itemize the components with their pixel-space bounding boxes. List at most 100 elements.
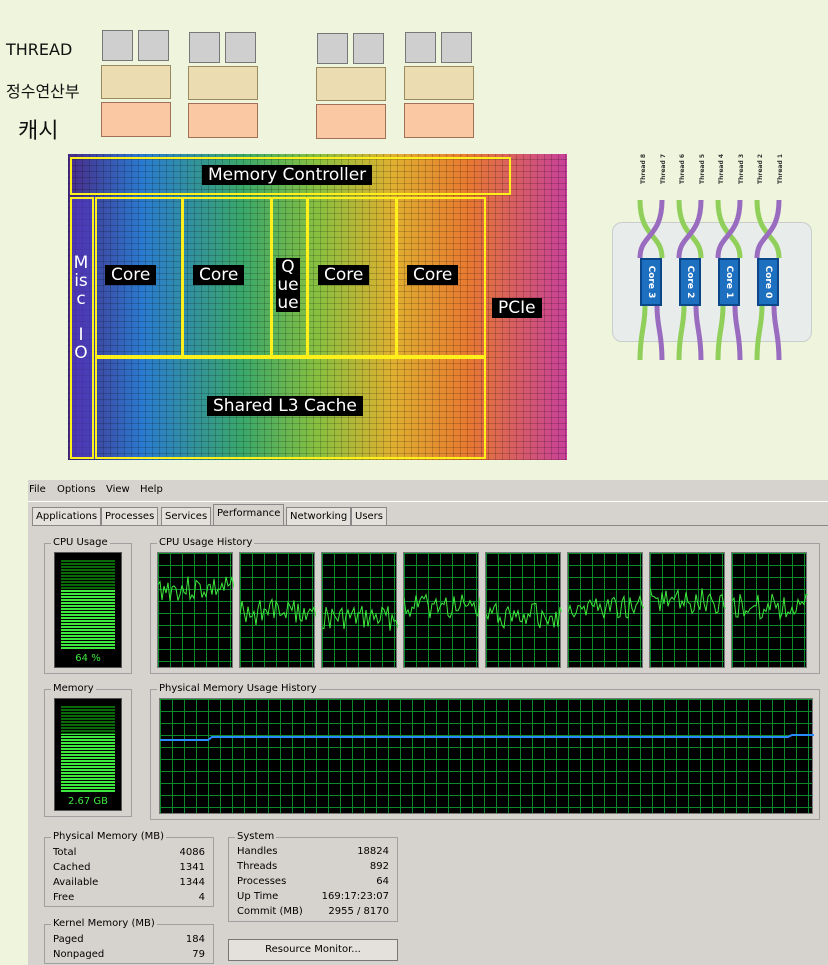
cpu-core-graph [567,552,644,668]
cpu-usage-value: 64 % [75,653,101,664]
alu-block [404,66,474,100]
stat-label: Processes [237,876,287,887]
stat-label: Free [53,892,75,903]
core-label: Core [318,265,370,285]
tab-applications[interactable]: Applications [32,507,102,525]
memory-title: Memory [51,683,96,694]
core-box: Core 0 [757,258,779,306]
stat-row: Commit (MB)2955 / 8170 [237,906,389,920]
cache-block [101,102,171,137]
core-region [396,197,486,357]
menu-file[interactable]: File [29,484,46,495]
stat-label: Up Time [237,891,279,902]
cpu-core-graph [321,552,398,668]
cache-block [188,103,258,138]
cpu-usage-title: CPU Usage [51,537,110,548]
stat-label: Nonpaged [53,949,105,960]
stat-value: 4086 [179,847,205,858]
thread-label: Thread 2 [757,154,764,184]
cache-block [404,103,474,138]
l3-cache-label: Shared L3 Cache [207,396,363,416]
misc-io-region [70,197,94,459]
thread-label: Thread 7 [659,154,667,184]
thread-block [317,33,348,64]
core-label: Core [407,265,459,285]
core-box: Core 1 [718,258,740,306]
cpu-core-graph [731,552,808,668]
cpu-core-graph [239,552,316,668]
thread-label: Thread 1 [776,154,784,184]
stat-value: 169:17:23:07 [321,891,389,902]
stat-row: Nonpaged 79 [53,949,205,963]
stat-row: Total 4086 [53,847,205,861]
stat-value: 1341 [179,862,205,873]
thread-label: Thread 8 [640,154,647,184]
tab-performance[interactable]: Performance [213,504,285,526]
stat-row: Free 4 [53,892,205,906]
thread-label: Thread 5 [698,154,706,184]
thread-block [353,33,384,64]
physical-memory-stats-title: Physical Memory (MB) [51,831,166,842]
stat-value: 892 [369,861,389,872]
stat-value: 4 [198,892,205,903]
cpu-usage-fill [61,590,115,649]
stat-label: Paged [53,934,84,945]
tab-users[interactable]: Users [351,507,388,525]
physical-memory-graph [159,698,814,814]
stat-value: 18824 [357,846,389,857]
memory-fill [61,734,115,792]
core-box-label: Core 1 [724,265,734,299]
core-box-label: Core 2 [685,265,695,299]
thread-block [138,30,169,61]
menu-view[interactable]: View [106,484,130,495]
physical-memory-history-panel: Physical Memory Usage History [150,683,820,820]
pcie-label: PCIe [492,298,542,318]
thread-block [441,32,472,63]
kernel-memory-stats-title: Kernel Memory (MB) [51,918,157,929]
cpu-core-graph [649,552,726,668]
stat-row: Cached 1341 [53,862,205,876]
memory-panel: Memory 2.67 GB [44,683,132,817]
thread-block [189,32,220,63]
cpu-usage-meter: 64 % [54,552,122,668]
physical-memory-history-title: Physical Memory Usage History [157,683,319,694]
stat-label: Threads [237,861,278,872]
cpu-history-panel: CPU Usage History [150,537,820,674]
legend-thread-label: THREAD [6,40,73,59]
menu-help[interactable]: Help [140,484,163,495]
memory-meter: 2.67 GB [54,698,122,811]
thread-label: Thread 6 [679,154,686,184]
stat-label: Total [53,847,77,858]
stat-value: 79 [192,949,205,960]
thread-block [405,32,436,63]
resource-monitor-button[interactable]: Resource Monitor... [228,939,398,961]
queue-label: Queue [276,257,300,313]
tab-processes[interactable]: Processes [101,507,159,525]
core-label: Core [105,265,157,285]
core-label: Core [193,265,245,285]
tab-networking[interactable]: Networking [286,507,352,525]
stat-value: 184 [185,934,205,945]
menu-options[interactable]: Options [57,484,96,495]
stat-value: 1344 [179,877,205,888]
tab-services[interactable]: Services [161,507,212,525]
cpu-usage-panel: CPU Usage 64 % [44,537,132,674]
memory-controller-region [70,157,511,195]
system-stats-title: System [235,831,277,842]
stat-value: 2955 / 8170 [328,906,389,917]
cache-block [316,104,386,139]
legend-cache-label: 캐시 [18,119,59,144]
cpu-die-image: Memory Controller Core Core Core Core Qu… [68,154,567,460]
memory-value: 2.67 GB [67,796,109,807]
stat-row: Up Time 169:17:23:07 [237,891,389,905]
stat-label: Cached [53,862,91,873]
core-box: Core 3 [640,258,662,306]
thread-label: Thread 3 [737,154,745,184]
